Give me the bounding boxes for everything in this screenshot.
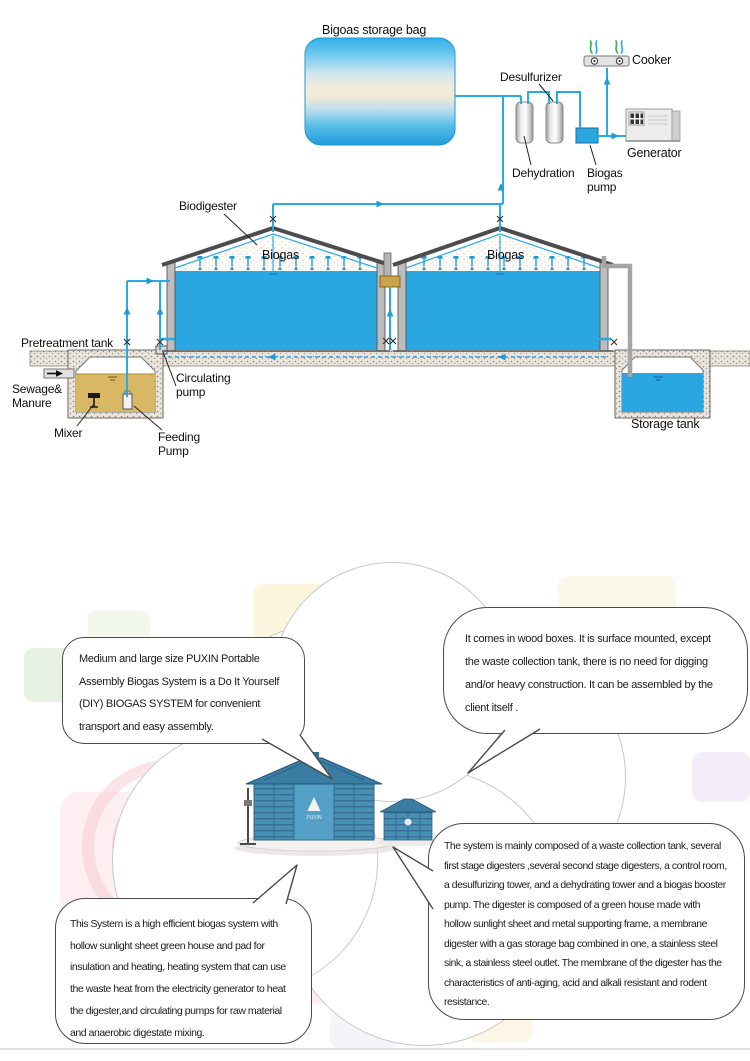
diagram-graphics — [29, 37, 750, 431]
label-mixer: Mixer — [54, 426, 83, 440]
biogas-pump-box — [575, 127, 599, 144]
label-storage-bag: Bigoas storage bag — [322, 23, 427, 37]
sewage-inlet-pipe — [43, 368, 75, 379]
gas-storage-bag — [304, 37, 456, 146]
small-tank — [379, 798, 437, 841]
biogas-flow-diagram: Bigoas storage bag Desulfurizer Dehydrat… — [0, 0, 750, 520]
puxin-digester-photo: PUXIN — [234, 752, 440, 856]
footer-divider — [0, 1048, 750, 1050]
biodigester-right — [392, 226, 614, 352]
storage-tank — [614, 349, 711, 419]
biodigester-left — [161, 226, 391, 352]
label-biogas-right: Biogas — [487, 248, 525, 262]
puxin-logo-text: PUXIN — [306, 815, 322, 821]
bubble-top-left: Medium and large size PUXIN Portable Ass… — [62, 637, 305, 744]
label-biodigester: Biodigester — [179, 199, 237, 213]
label-circulating-pump: Circulating pump — [176, 371, 231, 399]
desulfurizer-tower — [545, 101, 564, 144]
bubble-bottom-right: The system is mainly composed of a waste… — [428, 823, 745, 1020]
dehydration-tower — [515, 101, 534, 144]
label-pretreatment-tank: Pretreatment tank — [21, 336, 113, 350]
main-tank: PUXIN — [245, 752, 383, 841]
label-desulfurizer: Desulfurizer — [500, 70, 562, 84]
bubble-text: The system is mainly composed of a waste… — [444, 841, 727, 1008]
label-biogas-pump: Biogas pump — [587, 166, 623, 194]
label-sewage-manure: Sewage& Manure — [12, 382, 62, 410]
pointer-lines — [76, 83, 597, 431]
bubble-text: It comes in wood boxes. It is surface mo… — [465, 633, 713, 714]
pastel-tile — [692, 752, 750, 802]
drain-pipe — [601, 256, 633, 377]
label-feeding-pump: Feeding Pump — [158, 430, 200, 458]
label-dehydration: Dehydration — [512, 166, 575, 180]
generator-box — [625, 108, 681, 142]
standpipe — [240, 788, 256, 845]
label-generator: Generator — [627, 146, 682, 160]
bubble-text: Medium and large size PUXIN Portable Ass… — [79, 653, 280, 733]
bubble-text: This System is a high efficient biogas s… — [70, 918, 286, 1039]
cooker-stove — [583, 40, 630, 67]
flame-icon — [589, 40, 624, 54]
label-cooker: Cooker — [632, 53, 672, 67]
bubble-bottom-left: This System is a high efficient biogas s… — [55, 898, 312, 1044]
label-biogas-left: Biogas — [262, 248, 300, 262]
bubble-top-right: It comes in wood boxes. It is surface mo… — [443, 607, 748, 734]
pretreatment-tank — [67, 345, 168, 419]
info-section: PUXIN Medium and large size PUXIN Portab… — [0, 520, 750, 1061]
label-storage-tank: Storage tank — [631, 417, 700, 431]
